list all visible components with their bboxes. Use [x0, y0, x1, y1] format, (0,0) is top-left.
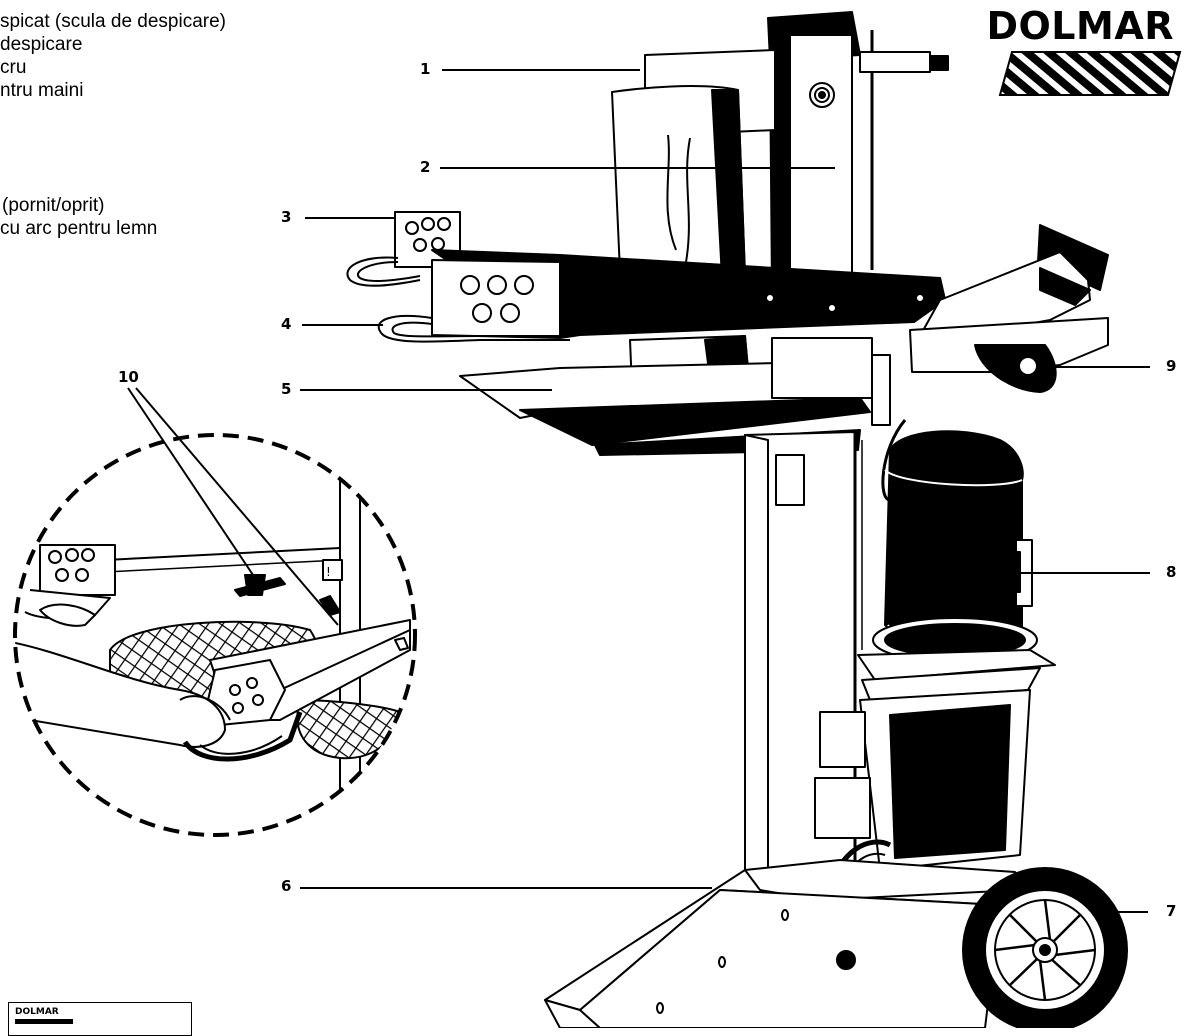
footer-logo: DOLMAR — [8, 1002, 192, 1036]
callout-4: 4 — [281, 315, 292, 333]
callout-5: 5 — [281, 380, 292, 398]
leader-10a — [127, 387, 256, 579]
callout-10: 10 — [118, 368, 139, 386]
parts-legend: spicat (scula de despicare) despicare cr… — [0, 10, 226, 240]
log-splitter-machine — [346, 11, 1128, 1028]
callout-2: 2 — [420, 158, 431, 176]
callout-6: 6 — [281, 877, 292, 895]
dolmar-logo-hatch — [998, 51, 1182, 96]
callout-3: 3 — [281, 208, 292, 226]
legend-line-2: despicare — [0, 34, 83, 55]
dolmar-logo-text: DOLMAR — [986, 4, 1174, 48]
legend-line-4: ntru maini — [0, 80, 84, 101]
legend-line-1: spicat (scula de despicare) — [0, 11, 226, 32]
footer-logo-text: DOLMAR — [15, 1007, 59, 1017]
callout-8: 8 — [1166, 563, 1177, 581]
callout-1: 1 — [420, 60, 431, 78]
leader-10b — [135, 387, 339, 626]
legend-line-10: cu arc pentru lemn — [0, 218, 158, 239]
footer-logo-bar — [15, 1019, 73, 1024]
callout-7: 7 — [1166, 902, 1177, 920]
two-hand-control-detail: ! — [13, 433, 417, 837]
svg-text:!: ! — [326, 565, 331, 579]
legend-line-9: (pornit/oprit) — [2, 195, 105, 216]
legend-line-3: cru — [0, 57, 27, 78]
callout-9: 9 — [1166, 357, 1177, 375]
callout-leaders — [127, 69, 1150, 913]
